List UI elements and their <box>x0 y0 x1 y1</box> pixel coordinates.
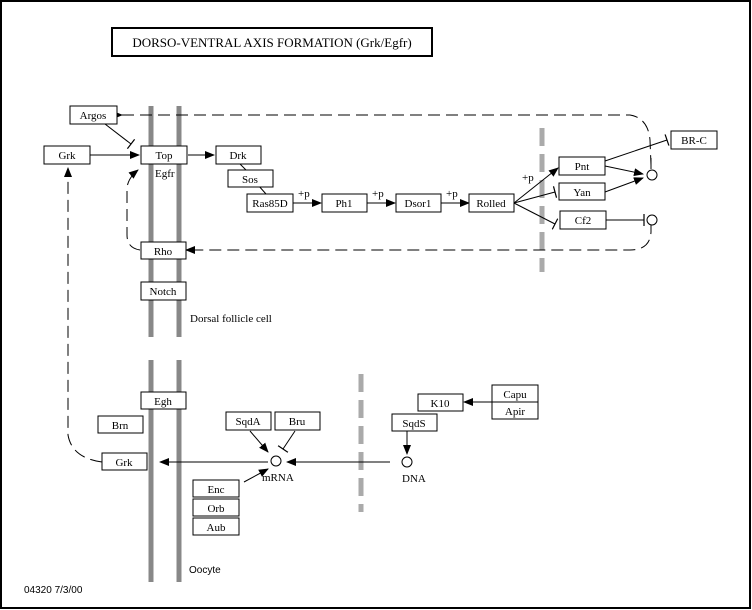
footer-id-date: 04320 7/3/00 <box>24 585 83 596</box>
svg-text:Ras85D: Ras85D <box>252 198 288 210</box>
svg-text:Dsor1: Dsor1 <box>405 198 432 210</box>
svg-text:Apir: Apir <box>505 406 526 418</box>
rho-to-top-path <box>126 169 141 251</box>
svg-text:Argos: Argos <box>80 110 107 122</box>
node-ras85d[interactable]: Ras85D <box>246 193 294 213</box>
svg-text:Yan: Yan <box>573 187 591 199</box>
node-cf2[interactable]: Cf2 <box>559 210 607 230</box>
feedback-rho-path <box>185 222 652 254</box>
svg-text:Enc: Enc <box>207 484 224 496</box>
feedback-argos-path <box>122 114 652 166</box>
svg-text:Grk: Grk <box>58 150 76 162</box>
grk-transport-path <box>64 167 103 463</box>
node-dsor1[interactable]: Dsor1 <box>395 193 442 213</box>
edge-sqda-mrna <box>249 430 269 453</box>
region-label-follicle: Dorsal follicle cell <box>190 313 272 325</box>
edge-pnt-brc <box>604 134 670 162</box>
svg-text:Drk: Drk <box>229 150 247 162</box>
gene-target-node-1 <box>646 169 658 181</box>
edge-rolled-yan <box>513 186 558 204</box>
edge-pnt-target <box>604 165 644 177</box>
phospho-label-3: +p <box>446 188 458 200</box>
svg-text:Sos: Sos <box>242 174 258 186</box>
edge-rolled-cf2 <box>513 202 559 230</box>
node-sqda[interactable]: SqdA <box>225 411 272 431</box>
svg-text:SqdS: SqdS <box>402 418 425 430</box>
svg-text:Egh: Egh <box>154 396 172 408</box>
phospho-label-4: +p <box>522 172 534 184</box>
node-argos[interactable]: Argos <box>69 105 118 125</box>
edge-argos-top <box>104 123 136 150</box>
svg-text:Top: Top <box>156 150 173 162</box>
phospho-label-1: +p <box>298 188 310 200</box>
node-drk[interactable]: Drk <box>215 145 262 165</box>
svg-text:Rho: Rho <box>154 246 173 258</box>
svg-text:Brn: Brn <box>112 420 129 432</box>
mrna-label: mRNA <box>262 472 294 484</box>
edge-rolled-pnt <box>513 167 559 204</box>
svg-text:Bru: Bru <box>289 416 306 428</box>
svg-text:K10: K10 <box>431 398 450 410</box>
dna-label: DNA <box>402 473 426 485</box>
node-sos[interactable]: Sos <box>227 169 274 188</box>
egfr-label: Egfr <box>155 168 175 180</box>
node-capu[interactable]: Capu <box>491 384 539 403</box>
edge-bru-mrna <box>277 430 296 453</box>
edge-yan-target <box>604 177 644 193</box>
svg-text:Ph1: Ph1 <box>335 198 352 210</box>
phospho-label-2: +p <box>372 188 384 200</box>
svg-text:Orb: Orb <box>207 503 225 515</box>
node-top[interactable]: Top <box>140 145 188 165</box>
node-aub[interactable]: Aub <box>192 517 240 536</box>
svg-text:Rolled: Rolled <box>476 198 506 210</box>
svg-text:Capu: Capu <box>503 389 527 401</box>
edge-enc-mrna <box>243 468 269 483</box>
svg-text:SqdA: SqdA <box>235 416 260 428</box>
svg-text:BR-C: BR-C <box>681 135 707 147</box>
mrna-node <box>270 455 282 467</box>
dna-node <box>401 456 413 468</box>
node-notch[interactable]: Notch <box>140 281 187 301</box>
svg-text:Cf2: Cf2 <box>575 215 592 227</box>
svg-text:Notch: Notch <box>150 286 177 298</box>
region-label-oocyte: Oocyte <box>189 565 221 576</box>
node-orb[interactable]: Orb <box>192 498 240 517</box>
node-apir[interactable]: Apir <box>491 401 539 420</box>
node-k10[interactable]: K10 <box>417 393 464 412</box>
svg-text:Pnt: Pnt <box>575 161 590 173</box>
node-egh[interactable]: Egh <box>140 391 187 410</box>
node-rolled[interactable]: Rolled <box>468 193 515 213</box>
node-sqds[interactable]: SqdS <box>391 413 438 432</box>
node-rho[interactable]: Rho <box>140 241 187 260</box>
svg-text:Grk: Grk <box>115 457 133 469</box>
gene-target-node-2 <box>646 214 658 226</box>
node-ph1[interactable]: Ph1 <box>321 193 368 213</box>
node-grk-top[interactable]: Grk <box>43 145 91 165</box>
node-enc[interactable]: Enc <box>192 479 240 498</box>
node-pnt[interactable]: Pnt <box>558 156 606 176</box>
node-grk-bottom[interactable]: Grk <box>101 452 148 471</box>
node-brn[interactable]: Brn <box>97 415 144 434</box>
node-bru[interactable]: Bru <box>274 411 321 431</box>
page-title: DORSO-VENTRAL AXIS FORMATION (Grk/Egfr) <box>132 35 411 50</box>
svg-text:Aub: Aub <box>207 522 226 534</box>
node-brc[interactable]: BR-C <box>670 130 718 150</box>
node-yan[interactable]: Yan <box>558 182 606 201</box>
title-box: DORSO-VENTRAL AXIS FORMATION (Grk/Egfr) <box>111 27 433 57</box>
